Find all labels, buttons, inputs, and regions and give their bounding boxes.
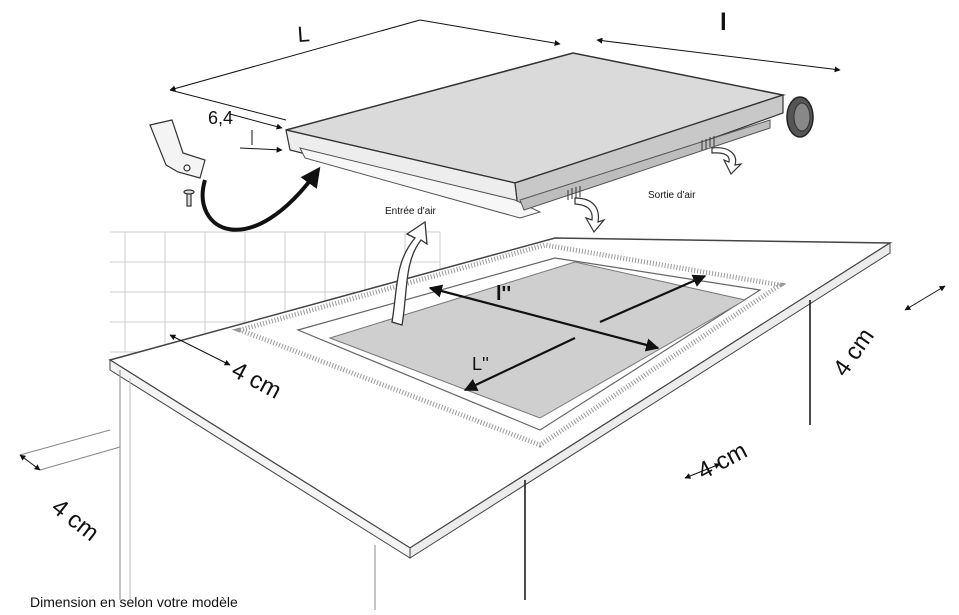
air-inlet-label: Entrée d'air [385,206,436,217]
cutout-length-label: L'' [472,354,489,374]
caption: Dimension en selon votre modèle [30,594,238,610]
hob-vents [567,136,715,200]
clearance-side-label: 4 cm [828,323,880,381]
air-outlet-label: Sortie d'air [648,190,696,201]
hob-dimension-lines [169,19,841,153]
clearance-right-label: 4 cm [693,437,752,485]
bracket-screw [183,189,195,207]
hob-length-label: L [297,21,311,47]
air-outlet-arrow-left [574,197,606,234]
hob [285,52,786,219]
install-arrow [200,166,321,232]
clearance-dimension-lines [19,285,946,479]
air-outlet-arrow-right [711,147,743,176]
power-cable-coil [786,96,814,138]
cutout-arrows [428,274,707,391]
cutout-width-label: l'' [496,283,511,305]
air-intake-arrow [391,220,428,326]
hob-width-label: l [720,9,727,36]
clearance-front-label: 4 cm [46,493,104,546]
hob-thickness-label: 6,4 [208,108,233,128]
mounting-bracket [149,119,206,179]
